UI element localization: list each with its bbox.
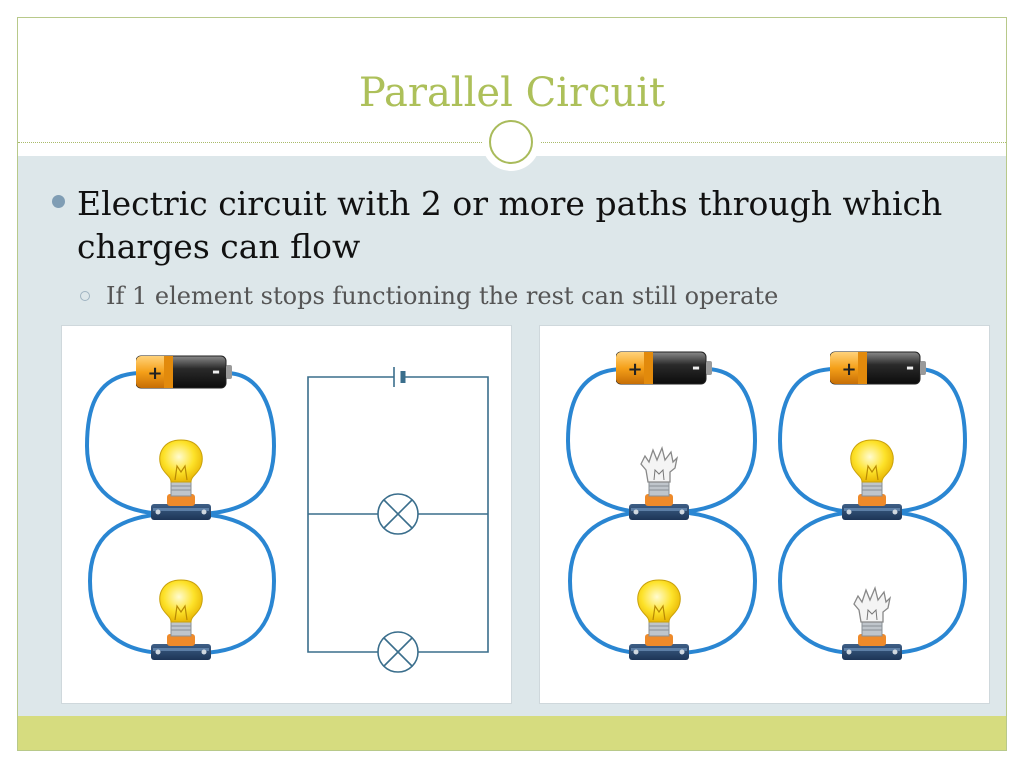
hollow-circle-icon [80, 291, 90, 301]
bullet-dot-icon [52, 195, 65, 208]
circle-ornament [482, 113, 540, 171]
lit-bulb-icon [150, 579, 212, 661]
lit-bulb-icon [150, 439, 212, 521]
broken-bulb-icon [841, 587, 903, 661]
sub-bullet-text: If 1 element stops functioning the rest … [106, 282, 779, 310]
circuit-schematic [307, 367, 489, 673]
bullet-text: Electric circuit with 2 or more paths th… [77, 184, 943, 266]
slide-title: Parallel Circuit [358, 70, 666, 116]
parallel-circuit-illustration: + - [61, 325, 512, 704]
lit-bulb-icon [628, 579, 690, 661]
footer-bar [18, 716, 1006, 750]
ornament-ring [489, 120, 533, 164]
broken-bulb-illustration [539, 325, 990, 704]
battery-icon [616, 351, 712, 385]
broken-bulb-icon [628, 447, 690, 521]
battery-icon [136, 355, 232, 389]
battery-icon [830, 351, 926, 385]
lit-bulb-icon [841, 439, 903, 521]
